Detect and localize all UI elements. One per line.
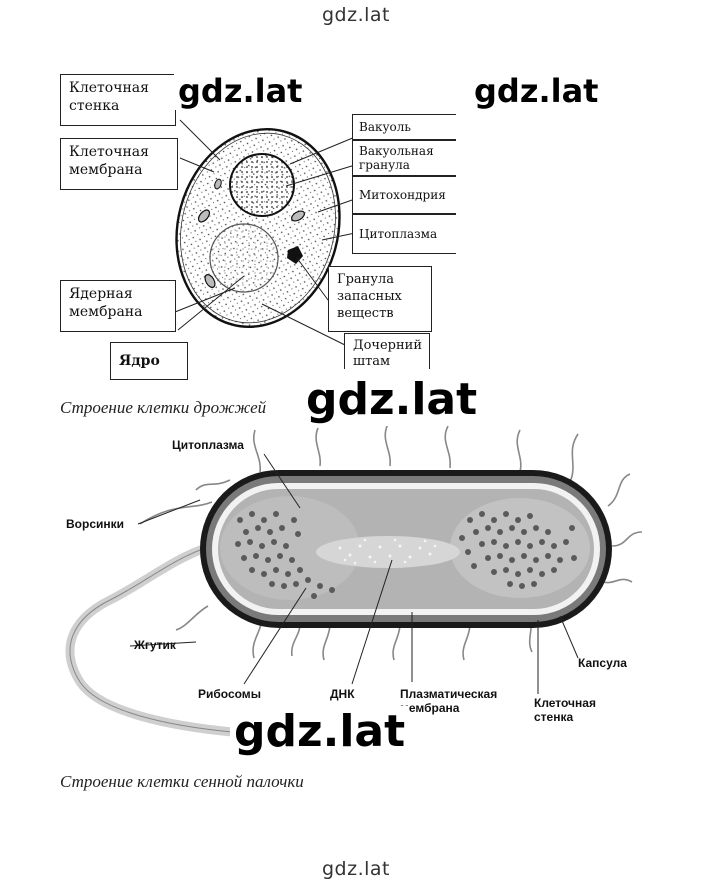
bacillus-leader-lines	[129, 453, 579, 694]
caption-yeast: Строение клетки дрожжей	[60, 398, 267, 417]
yeast-cell-membrane	[180, 132, 336, 324]
mitochondrion	[204, 274, 216, 288]
villi	[139, 423, 643, 661]
caption-bacillus: Строение клетки сенной палочки	[60, 772, 304, 791]
label-bac-cytoplasm: Цитоплазма	[172, 438, 244, 452]
label-flagellum: Жгутик	[134, 638, 176, 652]
dna-dots	[338, 538, 437, 565]
label-bac-cell-wall: Клеточная стенка	[534, 696, 596, 724]
mitochondrion	[197, 209, 211, 223]
vacuole	[229, 153, 295, 217]
label-storage-granule: Гранула запасных веществ	[328, 266, 432, 332]
label-villi: Ворсинки	[66, 517, 125, 531]
label-daughter-strain: Дочерний штам	[344, 333, 430, 369]
label-cell-membrane: Клеточная мембрана	[60, 138, 178, 190]
label-vacuole: Вакуоль	[352, 114, 456, 140]
watermark: gdz.lat	[230, 706, 410, 758]
yeast-cell-diagram	[174, 119, 356, 346]
label-ribosomes: Рибосомы	[198, 687, 261, 701]
label-dna: ДНК	[330, 687, 355, 701]
site-footer: gdz.lat	[322, 858, 391, 880]
label-mitochondrion: Митохондрия	[352, 176, 456, 214]
label-vacuolar-granule: Вакуольная гранула	[352, 140, 456, 176]
watermark: gdz.lat	[470, 72, 603, 110]
dna-nucleoid	[316, 536, 460, 568]
ribosomes	[235, 511, 577, 599]
mitochondrion	[291, 210, 305, 222]
label-cell-wall: Клеточная стенка	[60, 74, 176, 126]
nucleus	[209, 223, 279, 293]
label-nuclear-membrane: Ядерная мембрана	[60, 280, 176, 332]
label-capsule: Капсула	[578, 656, 627, 670]
watermark: gdz.lat	[174, 72, 307, 110]
storage-granule	[287, 246, 303, 264]
yeast-leader-lines	[174, 119, 356, 346]
mitochondrion	[214, 178, 222, 190]
bacillus-cell-diagram	[65, 423, 643, 737]
label-plasma-membrane: Плазматическая мембрана	[400, 687, 498, 715]
label-cytoplasm: Цитоплазма	[352, 214, 456, 254]
site-header: gdz.lat	[322, 4, 391, 26]
label-nucleus: Ядро	[110, 342, 188, 380]
watermark: gdz.lat	[302, 374, 482, 426]
